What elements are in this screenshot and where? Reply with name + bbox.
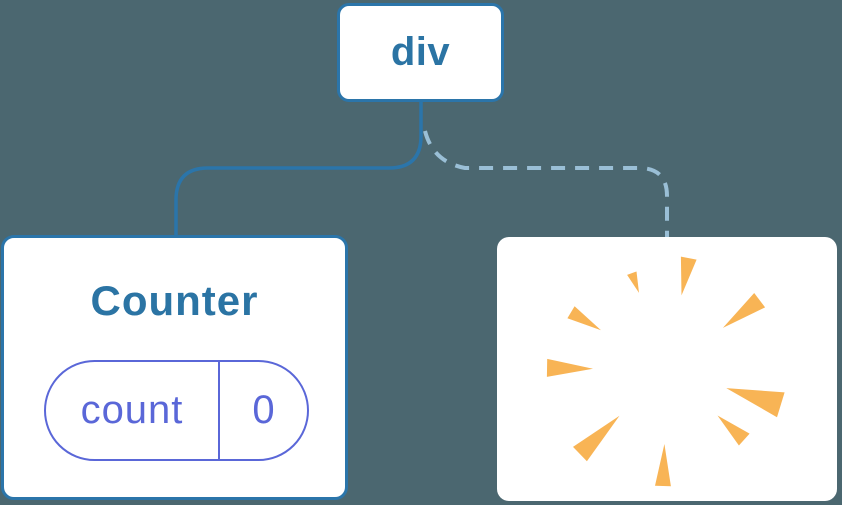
poof-spark [627,271,639,293]
poof-spark [717,415,750,446]
state-pill-value: 0 [252,388,275,432]
counter-card: Counter count 0 [1,235,348,500]
poof-spark [573,415,620,462]
poof-icon [546,256,785,487]
state-pill-key: count [46,362,220,459]
counter-card-title: Counter [90,277,259,324]
poof-spark [722,293,766,328]
poof-spark [546,358,593,377]
poof-spark [655,444,671,487]
root-node-div: div [337,3,504,102]
poof-spark [726,388,785,418]
poof-spark [567,306,601,331]
removed-card [497,237,837,501]
poof-spark [680,256,697,296]
edge-solid-to-counter [174,101,423,236]
root-node-label: div [390,30,451,74]
edge-dashed-to-removed [423,130,669,237]
state-pill: count 0 [44,360,309,461]
